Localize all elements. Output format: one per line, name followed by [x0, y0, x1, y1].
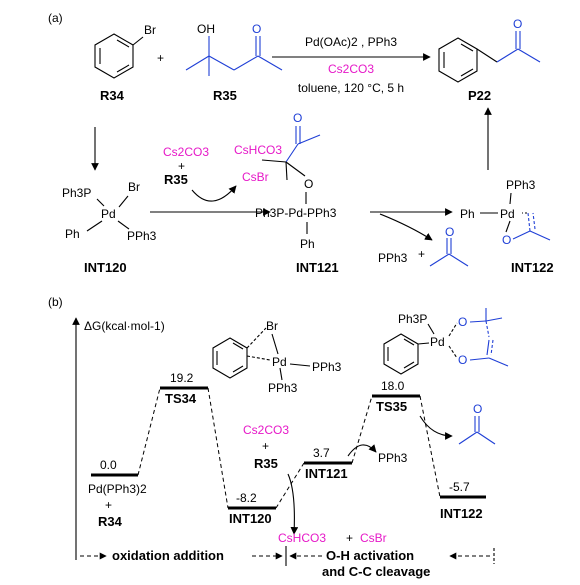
- b-pph3: PPh3: [378, 451, 408, 465]
- int120-ph: Ph: [65, 227, 80, 241]
- panel-a-label: (a): [48, 11, 63, 25]
- ts34-pph3a: PPh3: [312, 360, 342, 374]
- ts34-br: Br: [266, 319, 278, 333]
- r35-structure: OH O: [185, 22, 283, 76]
- step2-o: O: [445, 225, 454, 239]
- step1-cs2co3: Cs2CO3: [163, 145, 209, 159]
- acetone-b-o: O: [473, 402, 482, 416]
- condition-catalyst: Pd(OAc)2 , PPh3: [305, 35, 397, 49]
- ts35-o2: O: [458, 353, 467, 367]
- energy-axis-label: ΔG(kcal·mol-1): [84, 319, 165, 333]
- ts34-pd: Pd: [272, 355, 287, 369]
- int120-pd: Pd: [101, 207, 116, 221]
- step1-r35: R35: [164, 172, 188, 187]
- curved-arrow-b1: [287, 473, 299, 535]
- int120-name: INT120: [84, 260, 127, 275]
- int121-ph: Ph: [300, 237, 315, 251]
- r35-oh-label: OH: [197, 22, 215, 36]
- level-int120-name: INT120: [229, 511, 272, 526]
- level-int120-value: -8.2: [236, 491, 257, 505]
- level-start-species-3: R34: [98, 514, 123, 529]
- b-cshco3: CsHCO3: [278, 531, 326, 545]
- acetone-structure-b: O: [458, 402, 496, 445]
- int121-o-top: O: [293, 111, 302, 125]
- int120-structure: Ph3P Pd Br Ph PPh3: [62, 180, 157, 243]
- stage2-label-1: O-H activation: [326, 548, 414, 563]
- p22-structure: O: [438, 17, 541, 83]
- curved-arrow-step2: [379, 213, 433, 241]
- int121-o: O: [304, 177, 313, 191]
- p22-name: P22: [468, 88, 491, 103]
- int121-structure: O O Ph3P-Pd-PPh3 Ph: [255, 111, 337, 251]
- condition-solvent: toluene, 120 °C, 5 h: [298, 81, 404, 95]
- level-ts35-name: TS35: [376, 399, 407, 414]
- b-r35: R35: [254, 456, 278, 471]
- step2-plus: +: [418, 247, 425, 261]
- connector-5: [419, 395, 441, 498]
- level-int121-name: INT121: [305, 466, 348, 481]
- b-cs2co3: Cs2CO3: [243, 423, 289, 437]
- plus-sign-a: +: [157, 51, 164, 65]
- int122-pd: Pd: [500, 207, 515, 221]
- b-plus2: +: [346, 531, 353, 545]
- p22-o-label: O: [513, 17, 522, 31]
- ts34-structure: Br Pd PPh3 PPh3: [212, 319, 342, 395]
- stage2-label-2: and C-C cleavage: [322, 564, 430, 579]
- acetone-structure-a: O: [429, 225, 469, 267]
- stage1-label: oxidation addition: [112, 548, 224, 563]
- step1-csbr: CsBr: [242, 170, 269, 184]
- ts35-pd: Pd: [430, 335, 445, 349]
- int122-structure: Ph Pd PPh3 O: [460, 178, 551, 247]
- r35-o-label: O: [252, 22, 261, 36]
- r35-name: R35: [213, 88, 237, 103]
- connector-3: [275, 462, 305, 509]
- level-ts35-value: 18.0: [381, 379, 405, 393]
- curved-arrow-step1: [191, 185, 237, 202]
- condition-base: Cs2CO3: [328, 62, 374, 76]
- level-int122-value: -5.7: [449, 480, 470, 494]
- curved-arrow-b3: [419, 415, 453, 440]
- panel-b-label: (b): [48, 295, 63, 309]
- int122-o: O: [502, 233, 511, 247]
- int120-ph3p: Ph3P: [62, 186, 91, 200]
- connector-4: [351, 395, 373, 464]
- int122-name: INT122: [511, 260, 554, 275]
- int121-chain: Ph3P-Pd-PPh3: [255, 206, 337, 220]
- r34-name: R34: [100, 88, 125, 103]
- connector-1: [137, 387, 161, 476]
- curved-arrow-b2: [347, 444, 377, 457]
- int120-pph3: PPh3: [127, 229, 157, 243]
- int122-ph: Ph: [460, 207, 475, 221]
- level-int121-value: 3.7: [313, 446, 330, 460]
- int120-br: Br: [128, 180, 140, 194]
- int122-pph3: PPh3: [506, 178, 536, 192]
- ts34-pph3b: PPh3: [268, 381, 298, 395]
- ts35-structure: Ph3P Pd O O: [383, 308, 509, 375]
- step1-cshco3: CsHCO3: [234, 143, 282, 157]
- level-ts34-value: 19.2: [170, 371, 194, 385]
- ts35-o1: O: [458, 315, 467, 329]
- level-start-species-1: Pd(PPh3)2: [88, 482, 147, 496]
- step1-plus: +: [178, 159, 185, 173]
- connector-2: [207, 387, 229, 509]
- b-csbr: CsBr: [360, 531, 387, 545]
- step2-pph3: PPh3: [378, 251, 408, 265]
- r34-br-label: Br: [144, 23, 156, 37]
- level-start-value: 0.0: [100, 458, 117, 472]
- ts35-ph3p: Ph3P: [398, 312, 427, 326]
- int121-name: INT121: [296, 260, 339, 275]
- level-start-species-2: +: [105, 498, 112, 512]
- r34-structure: Br: [94, 23, 156, 79]
- level-ts34-name: TS34: [165, 391, 197, 406]
- level-int122-name: INT122: [440, 506, 483, 521]
- b-plus: +: [262, 439, 269, 453]
